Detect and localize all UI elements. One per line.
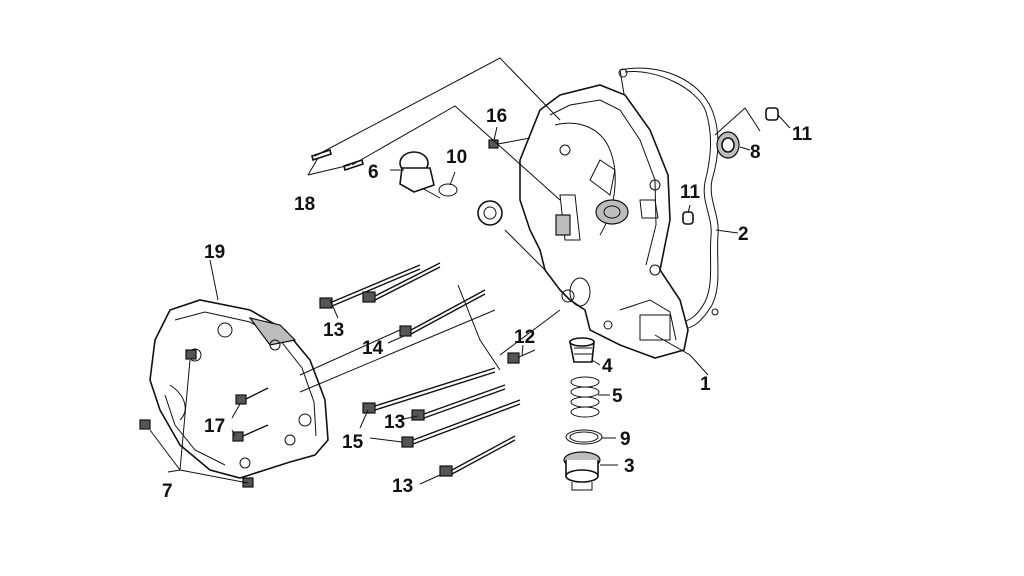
bolts-17 <box>232 387 269 442</box>
callout-labels: 1 2 3 4 5 6 7 8 9 10 11 11 12 13 13 13 1… <box>162 106 813 502</box>
bolt-12 <box>507 349 536 364</box>
callout-13-lower: 13 <box>392 476 413 497</box>
o-ring-10 <box>438 183 458 197</box>
drain-plug-3 <box>563 451 601 491</box>
callout-18: 18 <box>294 194 315 215</box>
callout-12: 12 <box>514 327 535 348</box>
callout-9: 9 <box>620 429 631 450</box>
crankcase-cover-1 <box>519 84 689 359</box>
leader-lines <box>149 57 791 485</box>
callout-14: 14 <box>362 338 384 359</box>
callout-16: 16 <box>486 106 507 127</box>
callout-8: 8 <box>750 142 761 163</box>
callout-13-upper: 13 <box>323 320 344 341</box>
callout-13-middle: 13 <box>384 412 405 433</box>
strainer-4 <box>569 337 595 363</box>
callout-11-lower: 11 <box>680 182 701 203</box>
spring-5 <box>570 376 600 418</box>
bolt-13-lower <box>439 435 516 477</box>
callout-4: 4 <box>602 356 613 377</box>
callout-19: 19 <box>204 242 225 263</box>
callout-1: 1 <box>700 374 711 395</box>
bolt-16 <box>488 137 531 149</box>
callout-3: 3 <box>624 456 635 477</box>
dowel-pin-11-lower <box>682 211 694 225</box>
callout-11-upper: 11 <box>792 124 813 145</box>
callout-5: 5 <box>612 386 623 407</box>
bolt-13-middle <box>362 367 496 414</box>
screws-18 <box>311 148 364 172</box>
bolt-15 <box>401 399 521 448</box>
callout-10: 10 <box>446 147 467 168</box>
o-ring-9 <box>565 429 603 445</box>
oil-seal-8 <box>716 131 740 159</box>
washer-seal-6b <box>477 200 503 226</box>
dowel-pin-11-upper <box>765 107 779 121</box>
callout-17: 17 <box>204 416 225 437</box>
bolt-13-upper <box>319 264 421 309</box>
callout-6: 6 <box>368 162 379 183</box>
bolt-14 <box>399 289 486 337</box>
side-cover-19 <box>149 299 329 479</box>
bolt-13-upper-b <box>362 262 441 303</box>
callout-7: 7 <box>162 481 173 502</box>
bolt-13-middle-b <box>411 384 506 421</box>
callout-15: 15 <box>342 432 364 453</box>
callout-2: 2 <box>738 224 749 245</box>
filler-cap-6 <box>399 151 441 199</box>
